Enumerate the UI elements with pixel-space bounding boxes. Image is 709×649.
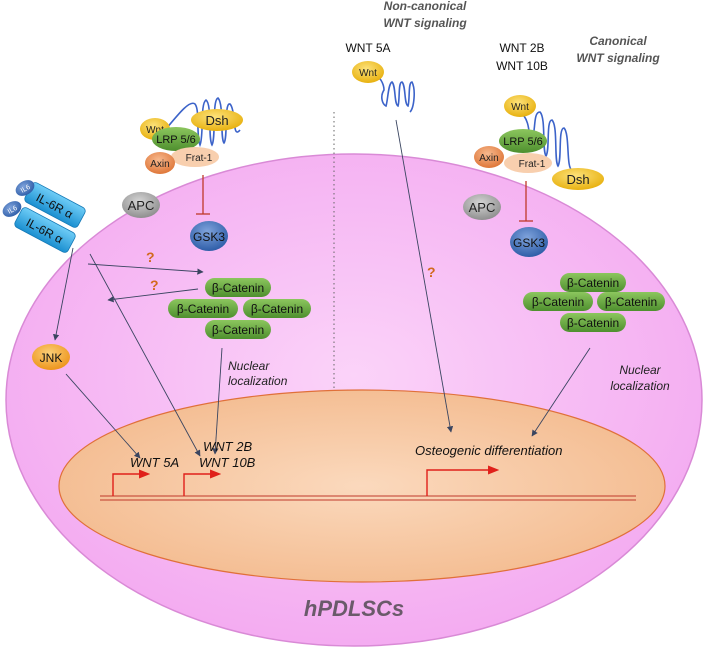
arrow-il6r-to-betacatenin (87, 263, 204, 275)
inhibition-right (519, 181, 533, 222)
beta-catenin-right-2-label: β-Catenin (532, 295, 584, 309)
question-mark-2: ? (150, 277, 159, 293)
frat-right-label: Frat-1 (519, 159, 546, 170)
il6-ligand-1 (15, 180, 35, 196)
gsk3-left (190, 221, 228, 251)
beta-catenin-left-2-label: β-Catenin (177, 302, 229, 316)
gsk3-right (510, 227, 548, 257)
beta-catenin-left-1-label: β-Catenin (212, 281, 264, 295)
il6r-receptor-2 (14, 207, 76, 253)
arrow-betacatenin-to-nucleus (212, 347, 223, 455)
dsh-right (552, 168, 604, 190)
axin-left (145, 152, 175, 174)
question-mark-1: ? (146, 249, 155, 265)
receptor-wnt5a (371, 71, 415, 113)
arrow-il6r-to-jnk (52, 247, 74, 341)
il6-ligand-1-label: IL6 (20, 184, 32, 195)
nuclear-right-line1: Nuclear (619, 363, 661, 377)
beta-catenin-left-3 (243, 299, 311, 318)
beta-catenin-right-1-label: β-Catenin (567, 276, 619, 290)
gsk3-left-label: GSK3 (193, 230, 225, 244)
axin-left-label: Axin (150, 159, 169, 170)
beta-catenin-right-3 (597, 292, 665, 311)
beta-catenin-left-group: β-Catenin β-Catenin β-Catenin β-Catenin (168, 278, 311, 339)
pathway-arrows (52, 119, 591, 459)
wnt-right-label: Wnt (511, 102, 529, 113)
frat-left-label: Frat-1 (186, 153, 213, 164)
ligand-wnt5a-label: WNT 5A (345, 41, 390, 55)
promoter-arrow-wnt2b (183, 469, 222, 496)
gene-wnt10b-label: WNT 10B (199, 455, 256, 470)
dsh-left-label: Dsh (205, 113, 228, 128)
ligand-wnt2b-label: WNT 2B (499, 41, 544, 55)
nuclear-right-line2: localization (610, 379, 670, 393)
gene-wnt5a-label: WNT 5A (130, 455, 179, 470)
wnt-right (504, 95, 536, 117)
nuclear-left-line2: localization (228, 374, 288, 388)
arrow-betacatenin-to-il6r (107, 288, 199, 303)
nuclear-left-line1: Nuclear (228, 359, 270, 373)
noncanonical-header-line1: Non-canonical (384, 0, 467, 13)
beta-catenin-left-4-label: β-Catenin (212, 323, 264, 337)
beta-catenin-left-4 (205, 320, 271, 339)
osteo-label: Osteogenic differentiation (415, 443, 562, 458)
promoter-arrow-wnt5a (112, 469, 151, 496)
canonical-header-line1: Canonical (589, 34, 647, 48)
apc-left-label: APC (128, 198, 155, 213)
beta-catenin-right-3-label: β-Catenin (605, 295, 657, 309)
beta-catenin-right-1 (560, 273, 626, 292)
apc-left (122, 192, 160, 218)
arrow-jnk-to-wnt5a-gene (65, 373, 141, 459)
gsk3-right-label: GSK3 (513, 236, 545, 250)
beta-catenin-left-2 (168, 299, 238, 318)
il6-receptor-group: IL-6R α IL-6R α IL6 IL6 (2, 180, 86, 253)
beta-catenin-left-1 (205, 278, 271, 297)
gene-wnt2b-label: WNT 2B (203, 439, 252, 454)
promoter-arrow-osteo (426, 465, 500, 496)
frat-right (504, 153, 552, 173)
frizzled-receptor-right (523, 111, 585, 177)
apc-right (463, 194, 501, 220)
lrp-left-label: LRP 5/6 (156, 134, 196, 146)
dsh-left (191, 109, 243, 131)
canonical-header-line2: WNT signaling (576, 51, 660, 65)
wnt-center (352, 61, 384, 83)
jnk (32, 344, 70, 370)
inhibition-left (196, 175, 210, 215)
arrow-wnt5a-to-osteo (395, 119, 454, 433)
lrp-right (499, 129, 547, 153)
frat-left (171, 147, 219, 167)
axin-right (474, 146, 504, 168)
apc-right-label: APC (469, 200, 496, 215)
lrp-right-label: LRP 5/6 (503, 136, 543, 148)
arrow-betacatenin-right-to-osteo (531, 347, 591, 437)
il6-ligand-2 (2, 201, 22, 217)
question-mark-3: ? (427, 264, 436, 280)
ligand-wnt10b-label: WNT 10B (496, 59, 548, 73)
beta-catenin-right-group: β-Catenin β-Catenin β-Catenin β-Catenin (523, 273, 665, 332)
dsh-right-label: Dsh (566, 172, 589, 187)
lrp-left (152, 127, 200, 151)
nucleus (58, 389, 666, 583)
wnt-center-label: Wnt (359, 68, 377, 79)
beta-catenin-right-4-label: β-Catenin (567, 316, 619, 330)
cell-title: hPDLSCs (304, 596, 404, 621)
axin-right-label: Axin (479, 153, 498, 164)
beta-catenin-right-4 (560, 313, 626, 332)
noncanonical-header-line2: WNT signaling (383, 16, 467, 30)
beta-catenin-left-3-label: β-Catenin (251, 302, 303, 316)
jnk-label: JNK (40, 351, 63, 365)
arrow-il6r-to-wnt2b-gene (89, 253, 201, 457)
beta-catenin-right-2 (523, 292, 593, 311)
il6-ligand-2-label: IL6 (7, 205, 19, 216)
wnt-left-label: Wnt (146, 125, 164, 136)
